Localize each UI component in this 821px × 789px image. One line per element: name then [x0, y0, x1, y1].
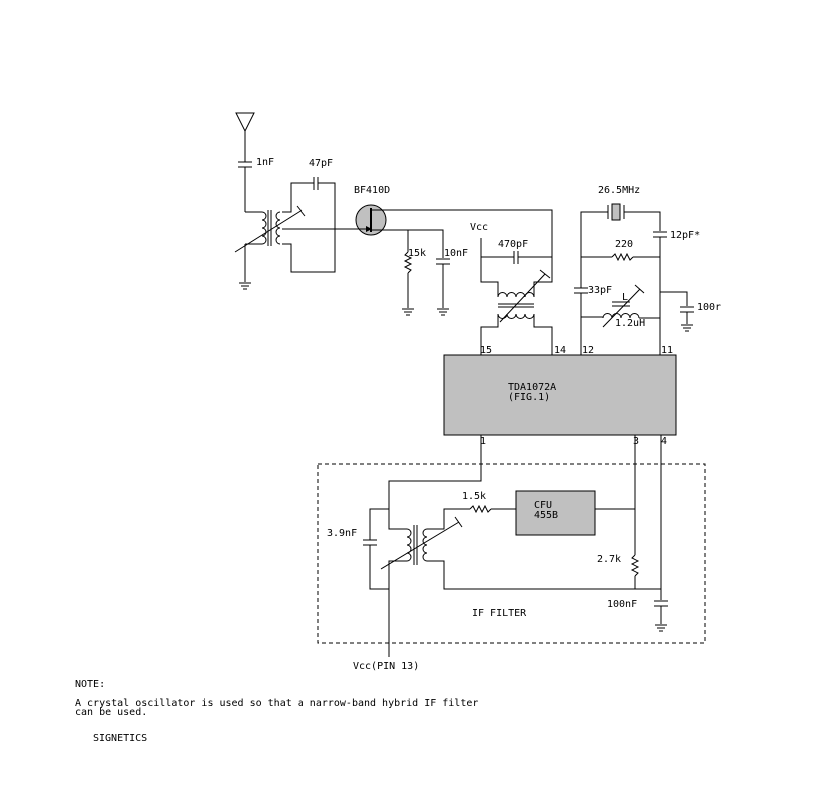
mixer-transformer [480, 257, 553, 355]
if-transformer [380, 508, 661, 590]
note-heading: NOTE: [75, 679, 106, 690]
note-line-2: can be used. [75, 707, 148, 718]
label-ic-ref: (FIG.1) [508, 392, 550, 403]
ground-symbol-antenna [239, 282, 251, 290]
label-if-filter: IF FILTER [472, 608, 527, 619]
label-47pf: 47pF [309, 158, 333, 169]
cfu-455b-filter [515, 490, 635, 536]
capacitor-1nf [238, 161, 252, 212]
if-filter-boundary [317, 463, 706, 644]
label-1-2uh: 1.2uH [615, 318, 645, 329]
label-3-9nf: 3.9nF [327, 528, 357, 539]
source-wire [386, 229, 444, 258]
label-ic-name: TDA1072A [508, 382, 556, 393]
label-vcc-pin13: Vcc(PIN 13) [353, 661, 419, 672]
label-220: 220 [615, 239, 633, 250]
capacitor-470pf [481, 251, 552, 264]
pin1-wire [388, 435, 482, 509]
resistor-1-5k [469, 504, 516, 514]
label-100nf: 100nF [607, 599, 637, 610]
label-10nf: 10nF [444, 248, 468, 259]
label-2-7k: 2.7k [597, 554, 621, 565]
pin-4: 4 [661, 436, 667, 447]
label-15k: 15k [408, 248, 426, 259]
pin-1: 1 [480, 436, 486, 447]
tda1072a-ic [443, 354, 677, 436]
label-bf410d: BF410D [354, 185, 390, 196]
credit-signetics: SIGNETICS [93, 733, 148, 744]
resistor-220 [581, 252, 660, 262]
label-100r: 100r [697, 302, 721, 313]
label-1-5k: 1.5k [462, 491, 486, 502]
pin-11: 11 [661, 345, 673, 356]
label-1nf: 1nF [256, 157, 274, 168]
label-455b: 455B [534, 510, 558, 521]
antenna-icon [235, 112, 255, 162]
input-transformer [234, 205, 306, 282]
capacitor-10nf [436, 258, 450, 316]
label-33pf: 33pF [588, 285, 612, 296]
note-line-1: A crystal oscillator is used so that a n… [75, 698, 479, 709]
capacitor-3-9nf [363, 508, 389, 590]
label-l: L [622, 292, 628, 303]
crystal-26-5mhz [580, 203, 661, 257]
label-vcc: Vcc [470, 222, 488, 233]
label-26-5mhz: 26.5MHz [598, 185, 640, 196]
tank-circuit [282, 177, 354, 273]
resistor-15k [402, 251, 414, 316]
inductor-l-1-2uh [581, 284, 660, 328]
pin-15: 15 [480, 345, 492, 356]
fet-transistor [354, 204, 387, 236]
pin-12: 12 [582, 345, 594, 356]
label-cfu: CFU [534, 500, 552, 511]
capacitor-100r [660, 291, 694, 332]
pin-14: 14 [554, 345, 566, 356]
capacitor-12pf [653, 231, 667, 355]
label-12pf: 12pF* [670, 230, 700, 241]
pin-3: 3 [633, 436, 639, 447]
label-470pf: 470pF [498, 239, 528, 250]
drain-wire [386, 209, 553, 257]
capacitor-33pf [574, 257, 588, 355]
capacitor-100nf [654, 600, 668, 632]
resistor-2-7k [630, 554, 640, 589]
